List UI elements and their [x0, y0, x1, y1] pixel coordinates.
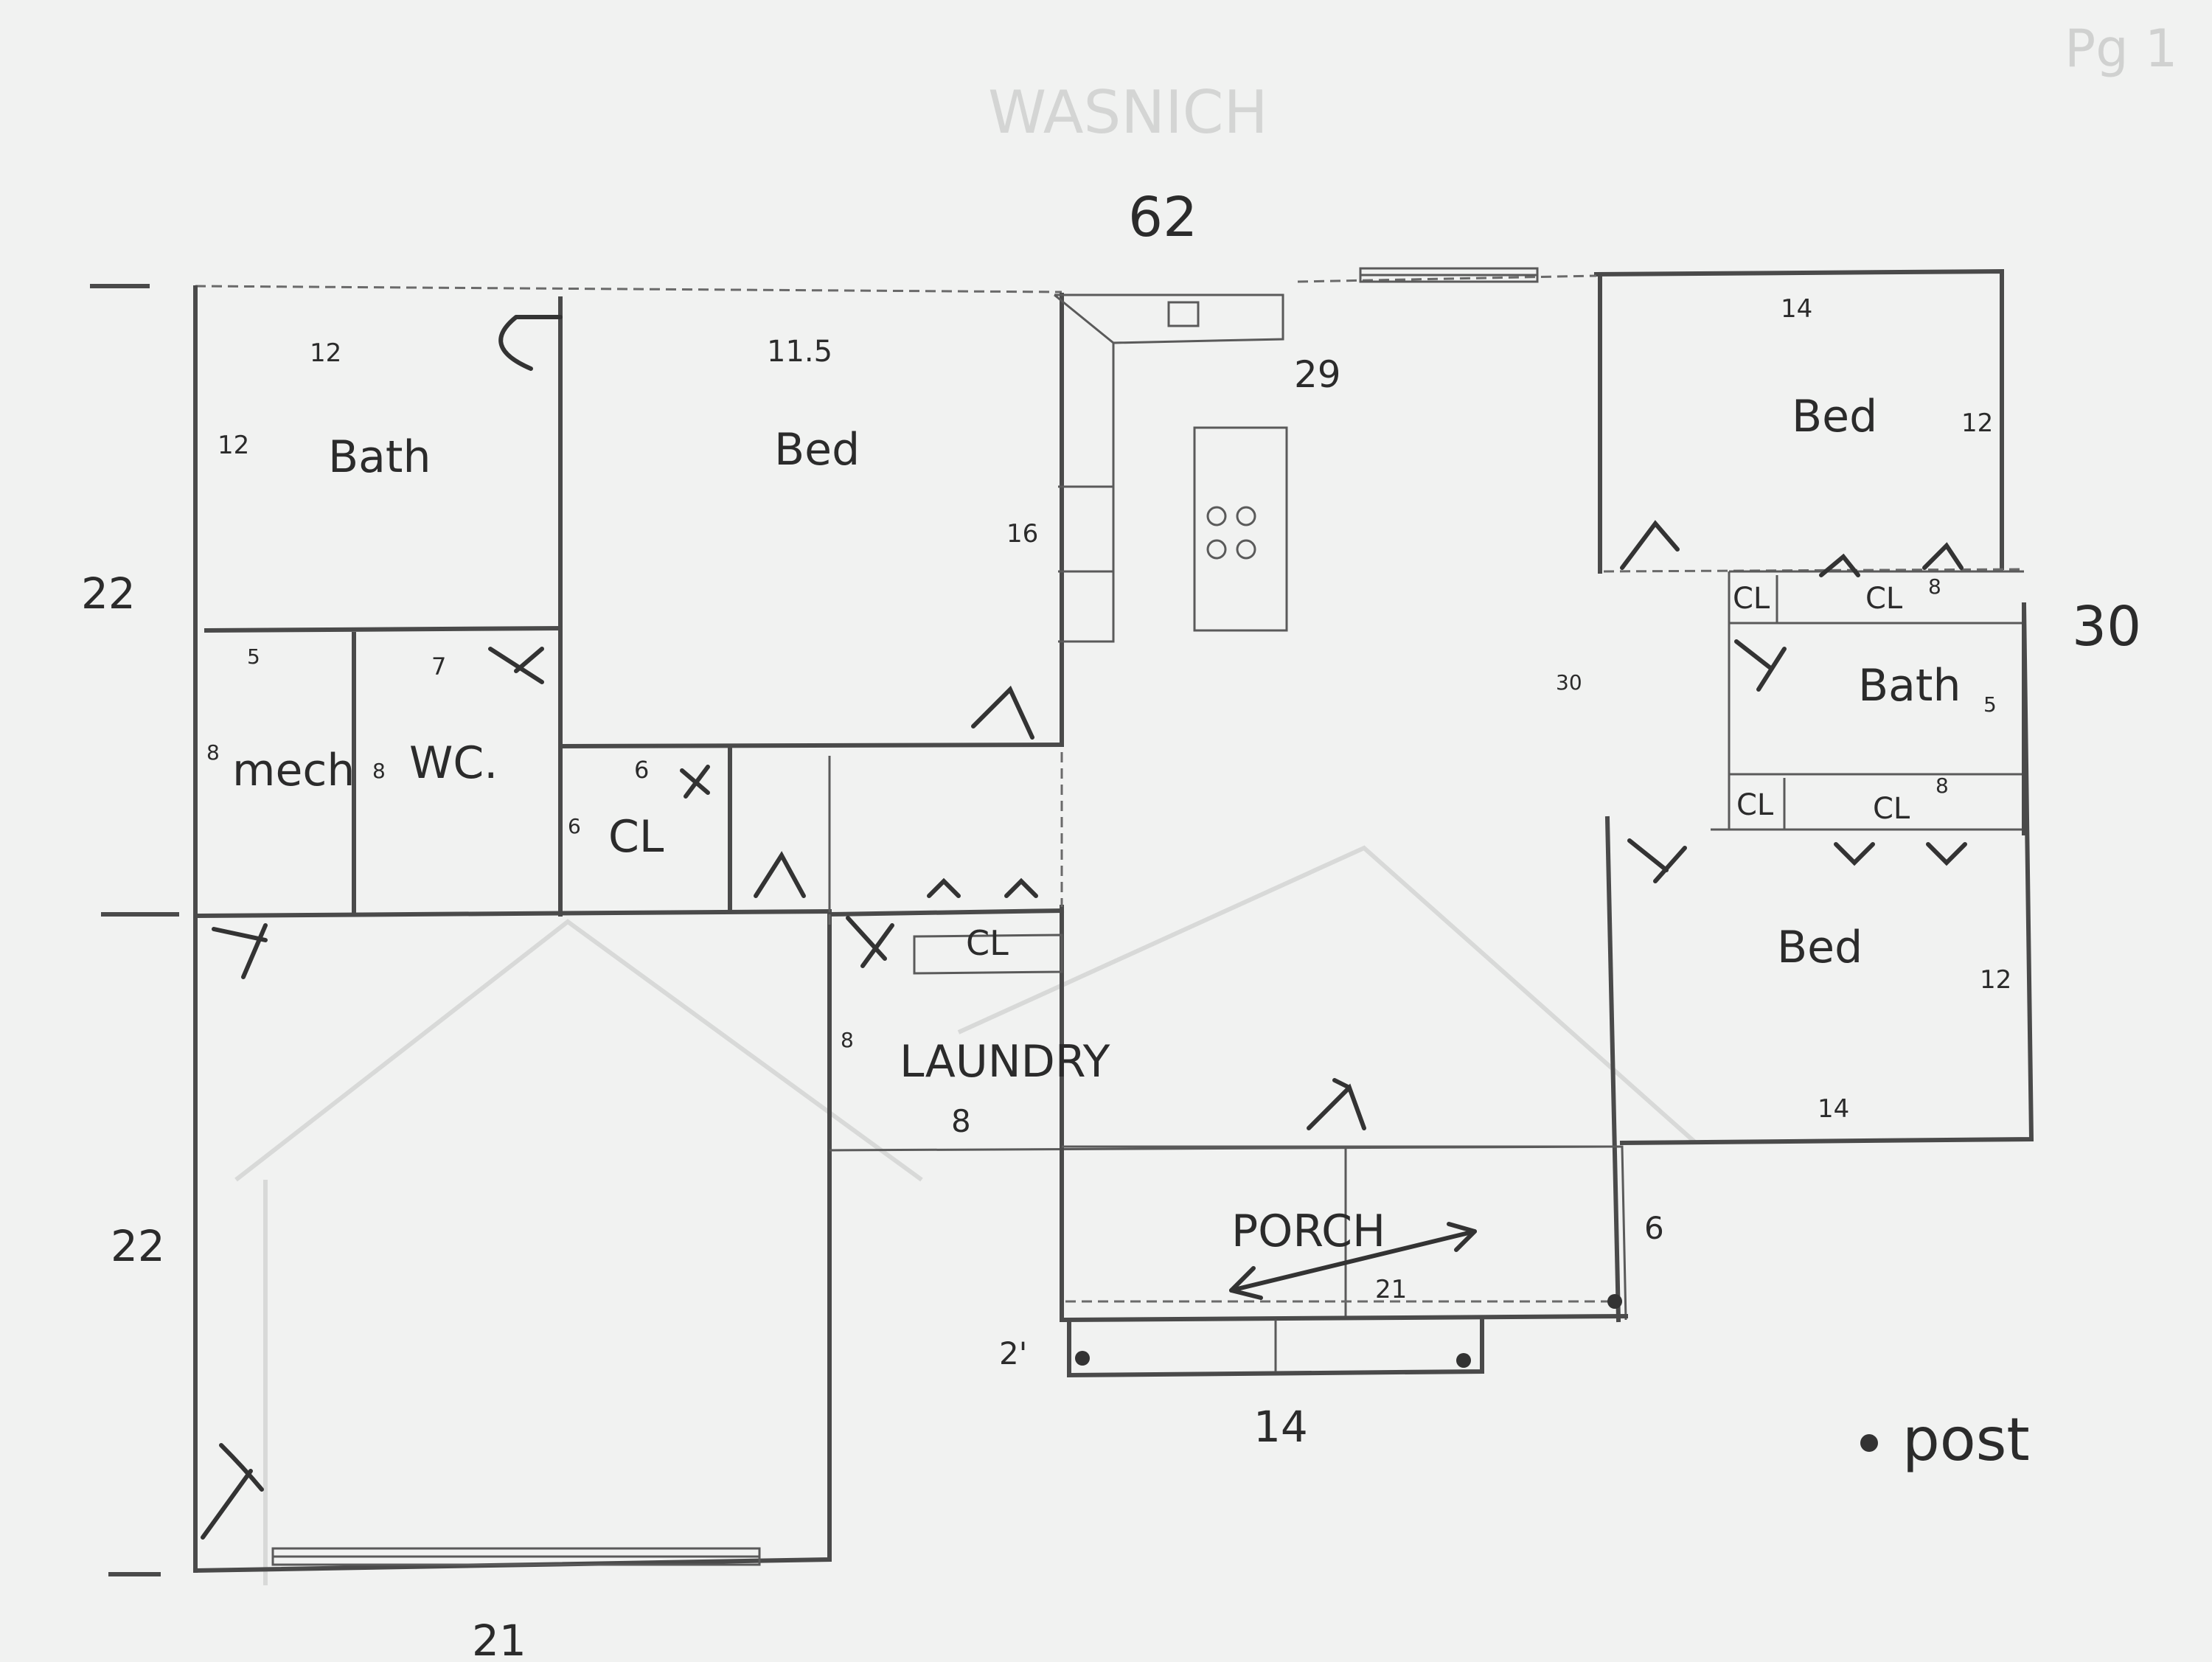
interior-walls	[196, 274, 2026, 1323]
window-top	[1359, 267, 1539, 283]
room-label-wc: WC.	[409, 737, 498, 789]
dim-porch-width: 21	[1375, 1275, 1407, 1304]
door-swing-icon	[754, 851, 806, 898]
dim-bed-center-width: 11.5	[767, 335, 832, 369]
dim-left-lower: 22	[111, 1221, 165, 1271]
dim-overall-width: 62	[1128, 186, 1197, 249]
door-swing-icon	[1627, 838, 1687, 883]
dim-mech-depth: 8	[206, 740, 220, 765]
page-mark: Pg 1	[2065, 18, 2177, 79]
porch-structure	[1062, 1145, 1629, 1378]
door-swing-icon	[212, 923, 268, 979]
door-swing-icon	[680, 765, 710, 799]
dim-bath-depth: 12	[218, 431, 249, 460]
faint-background-lines	[234, 845, 1697, 1585]
dim-wc-width: 7	[431, 653, 446, 681]
dim-cl-right-top: 8	[1928, 574, 1941, 599]
dim-laundry-width: 8	[951, 1103, 971, 1139]
dim-kitchen-depth: 16	[1006, 519, 1038, 549]
door-swing-icon	[1819, 542, 1964, 577]
dim-steps-depth: 2'	[999, 1335, 1027, 1371]
room-label-bath: Bath	[328, 431, 431, 483]
dim-wc-depth: 8	[372, 759, 386, 783]
room-label-closet: CL	[608, 811, 664, 863]
window-bottom	[271, 1547, 761, 1566]
room-label-bath-right: Bath	[1858, 660, 1961, 712]
dim-bath-right-depth: 5	[1983, 692, 1997, 717]
room-label-closet-right-2: CL	[1865, 582, 1903, 616]
room-label-closet-right-1: CL	[1733, 582, 1770, 616]
legend: post	[1860, 1405, 2030, 1474]
dim-hall-depth: 30	[1556, 670, 1582, 695]
room-label-mech: mech	[232, 745, 355, 796]
porch-posts	[1075, 1294, 1622, 1368]
dim-porch-depth: 6	[1644, 1210, 1664, 1246]
porch-slope-arrow	[1229, 1222, 1477, 1300]
room-label-bed-top-right: Bed	[1792, 391, 1877, 442]
dim-cl-depth: 6	[568, 814, 581, 838]
faint-header-text: WASNICH	[988, 78, 1268, 147]
dim-bottom-width: 21	[472, 1616, 526, 1659]
door-swing-icon	[488, 647, 544, 684]
dim-cl-right-bottom: 8	[1935, 773, 1949, 798]
dim-overall-depth: 30	[2072, 595, 2141, 658]
dim-left-upper: 22	[81, 569, 136, 619]
dim-cl-width: 6	[634, 756, 649, 784]
door-swing-icon	[201, 1443, 264, 1540]
room-label-closet-right-3: CL	[1736, 788, 1774, 822]
door-swing-icon	[1834, 842, 1967, 866]
door-swing-icon	[927, 877, 1038, 898]
post-icon	[1456, 1353, 1471, 1368]
door-swing-icon	[1734, 639, 1787, 692]
post-icon	[1607, 1294, 1622, 1309]
post-icon	[1075, 1351, 1090, 1366]
outer-walls	[192, 268, 2034, 1574]
room-label-closet-right-4: CL	[1873, 792, 1910, 826]
dim-bed-tr-width: 14	[1781, 294, 1812, 324]
door-swing-icon	[1307, 1078, 1366, 1130]
dim-bed-br-depth: 12	[1980, 965, 2011, 995]
cooktop-icon	[1206, 506, 1256, 560]
door-swing-icon	[971, 685, 1034, 740]
door-swing-icon	[846, 916, 894, 968]
dim-kitchen-width: 29	[1294, 353, 1341, 396]
door-swing-icon	[1620, 520, 1680, 570]
dim-bath-width: 12	[310, 338, 341, 368]
post-legend-icon	[1860, 1434, 1878, 1452]
door-swing-icon	[498, 315, 563, 371]
dim-bed-tr-depth: 12	[1961, 408, 1993, 438]
room-label-bed-center: Bed	[774, 424, 860, 476]
room-label-laundry-closet: CL	[966, 923, 1009, 963]
door-swing-icons	[201, 315, 1967, 1540]
room-label-bed-bottom-right: Bed	[1777, 922, 1863, 973]
dimension-ticks	[90, 284, 179, 1576]
room-label-laundry: LAUNDRY	[900, 1036, 1110, 1088]
dim-laundry-depth: 8	[841, 1028, 854, 1052]
dim-mech-width: 5	[247, 644, 260, 669]
dim-steps-width: 14	[1253, 1402, 1308, 1452]
room-label-porch: PORCH	[1231, 1206, 1385, 1257]
legend-post-label: post	[1902, 1405, 2030, 1474]
dim-bed-br-width: 14	[1818, 1094, 1849, 1124]
kitchen-fixtures	[1054, 293, 1288, 643]
